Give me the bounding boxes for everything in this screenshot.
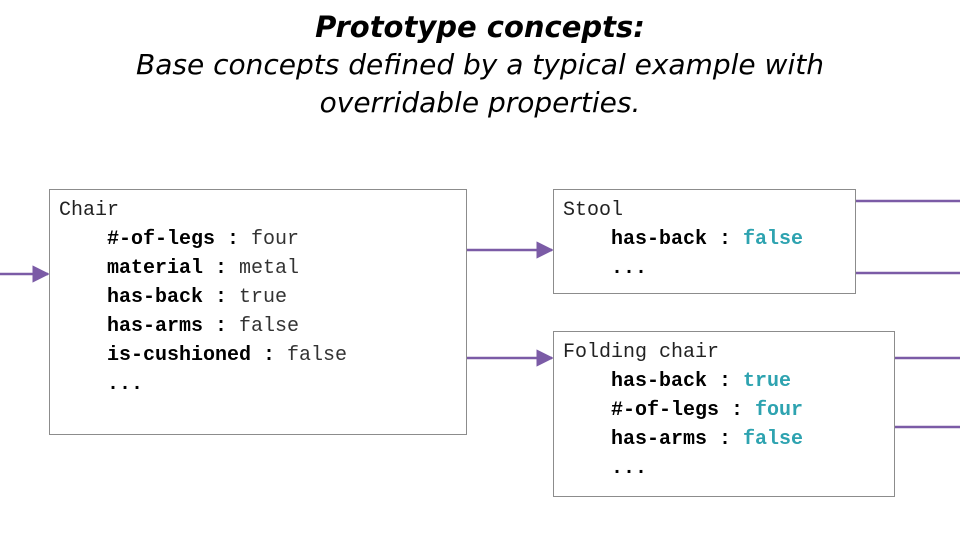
concept-box-chair: Chair #-of-legs : four material : metal … [49,189,467,435]
property-value: false [287,344,348,367]
property-row: has-back : true [563,367,885,396]
property-key: has-back [611,370,708,393]
concept-box-folding-chair: Folding chair has-back : true #-of-legs … [553,331,895,497]
property-ellipsis: ... [563,254,846,283]
property-value-override: false [743,428,804,451]
property-key: has-back [107,286,204,309]
property-value-override: true [743,370,792,393]
title-subtitle-line2: overridable properties. [319,86,641,119]
property-key: has-arms [107,315,204,338]
property-key: material [107,257,204,280]
property-row: has-back : false [563,225,846,254]
property-separator: : [203,257,240,280]
property-key: has-arms [611,428,708,451]
concept-name: Chair [59,199,120,222]
property-value: true [239,286,288,309]
property-ellipsis: ... [563,454,885,483]
property-value-override: false [743,228,804,251]
property-separator: : [707,428,744,451]
property-row: has-arms : false [59,312,457,341]
property-row: material : metal [59,254,457,283]
property-separator: : [707,228,744,251]
ellipsis-text: ... [611,457,648,480]
title-heading: Prototype concepts: [315,10,645,44]
concept-name: Folding chair [563,341,720,364]
property-key: #-of-legs [611,399,720,422]
ellipsis-text: ... [611,257,648,280]
property-ellipsis: ... [59,370,457,399]
property-row: is-cushioned : false [59,341,457,370]
property-value: metal [239,257,300,280]
property-value-override: four [755,399,804,422]
property-row: #-of-legs : four [59,225,457,254]
title-subtitle-line1: Base concepts defined by a typical examp… [136,48,824,81]
ellipsis-text: ... [107,373,144,396]
property-row: has-arms : false [563,425,885,454]
property-separator: : [719,399,756,422]
property-key: has-back [611,228,708,251]
property-key: is-cushioned [107,344,252,367]
property-value: four [251,228,300,251]
property-separator: : [203,315,240,338]
property-separator: : [251,344,288,367]
concept-name: Stool [563,199,624,222]
property-value: false [239,315,300,338]
property-row: has-back : true [59,283,457,312]
property-separator: : [203,286,240,309]
property-row: #-of-legs : four [563,396,885,425]
property-separator: : [215,228,252,251]
property-separator: : [707,370,744,393]
property-key: #-of-legs [107,228,216,251]
slide-title: Prototype concepts: Base concepts define… [0,8,960,122]
concept-box-stool: Stool has-back : false ... [553,189,856,294]
